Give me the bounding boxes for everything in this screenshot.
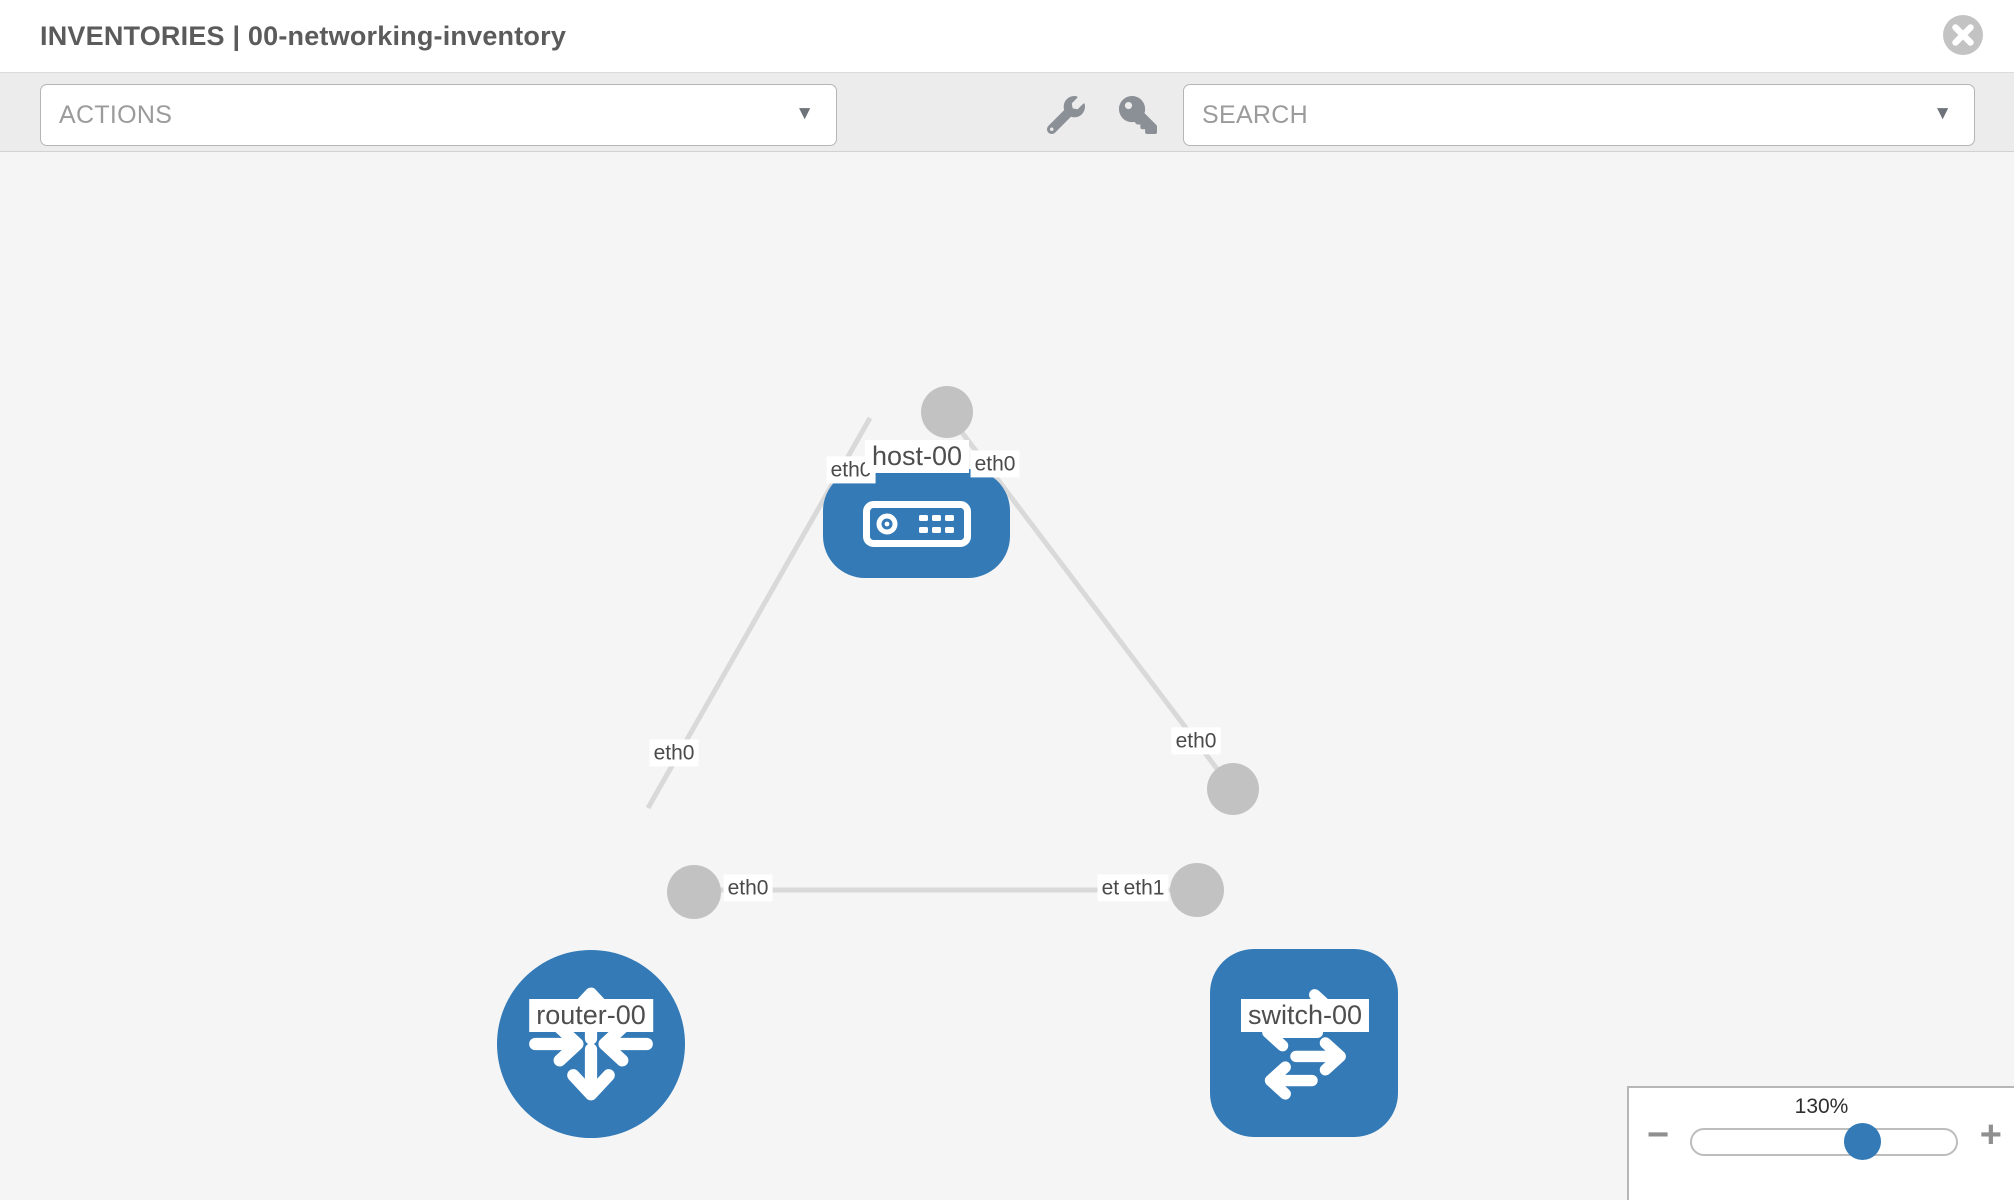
close-icon bbox=[1943, 15, 1983, 55]
endpoint-dot bbox=[1207, 763, 1259, 815]
switch-icon bbox=[1262, 989, 1346, 1100]
search-dropdown-label: SEARCH bbox=[1202, 100, 1308, 129]
close-button[interactable] bbox=[1942, 14, 1984, 56]
key-icon bbox=[1119, 96, 1157, 134]
zoom-slider-track[interactable] bbox=[1690, 1123, 1958, 1160]
endpoint-dot bbox=[667, 865, 721, 919]
toolbar: ACTIONS ▼ SEARCH ▼ bbox=[0, 72, 2014, 152]
zoom-percent-readout: 130% bbox=[1794, 1095, 1849, 1118]
interface-label: eth0 bbox=[970, 450, 1020, 478]
interface-label: eth1 bbox=[1119, 874, 1169, 902]
node-switch-00[interactable] bbox=[1210, 949, 1398, 1137]
node-host-00[interactable] bbox=[823, 469, 1010, 578]
actions-dropdown[interactable]: ACTIONS ▼ bbox=[40, 84, 837, 146]
host-icon bbox=[862, 500, 971, 547]
node-label-switch-00: switch-00 bbox=[1240, 999, 1370, 1032]
node-router-00[interactable] bbox=[497, 950, 685, 1138]
endpoint-dot bbox=[921, 386, 973, 438]
zoom-in-button[interactable]: + bbox=[1979, 1114, 2002, 1156]
chevron-down-icon: ▼ bbox=[1933, 103, 1952, 125]
topology-canvas[interactable] bbox=[0, 152, 2014, 1200]
zoom-control-panel: 130% − + bbox=[1627, 1086, 2014, 1200]
configure-button[interactable] bbox=[1040, 89, 1092, 141]
router-icon bbox=[529, 987, 653, 1101]
zoom-out-button[interactable]: − bbox=[1647, 1114, 1670, 1156]
topology-links-layer bbox=[645, 386, 1259, 919]
interface-label: eth0 bbox=[649, 739, 699, 767]
node-label-host-00: host-00 bbox=[864, 440, 970, 473]
breadcrumb-header: INVENTORIES | 00-networking-inventory bbox=[0, 0, 2014, 72]
actions-dropdown-label: ACTIONS bbox=[59, 100, 173, 129]
zoom-slider-thumb[interactable] bbox=[1844, 1123, 1881, 1160]
interface-label: eth0 bbox=[1171, 727, 1221, 755]
endpoint-dot bbox=[1170, 863, 1224, 917]
interface-label: eth0 bbox=[723, 874, 773, 902]
search-dropdown[interactable]: SEARCH ▼ bbox=[1183, 84, 1975, 146]
wrench-icon bbox=[1047, 96, 1085, 134]
node-label-router-00: router-00 bbox=[529, 999, 653, 1032]
chevron-down-icon: ▼ bbox=[795, 103, 814, 125]
credentials-button[interactable] bbox=[1112, 89, 1164, 141]
page-title: INVENTORIES | 00-networking-inventory bbox=[40, 20, 567, 51]
